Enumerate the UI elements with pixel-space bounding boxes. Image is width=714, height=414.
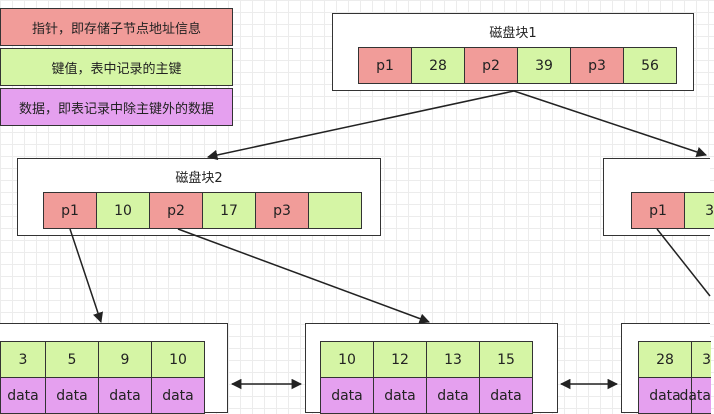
leaf-block-2-data: data data data data (320, 377, 533, 414)
disk-block-3: p1 3 (603, 158, 714, 236)
leaf1-key-10: 10 (151, 341, 205, 378)
block2-pointer-p1: p1 (43, 192, 97, 229)
disk-block-2-cells: p1 10 p2 17 p3 (43, 192, 362, 229)
block1-pointer-p3: p3 (570, 47, 624, 84)
disk-block-3-cells: p1 3 (631, 192, 714, 229)
block1-pointer-p2: p2 (464, 47, 518, 84)
arrow-block2-to-leaf1 (69, 228, 103, 323)
disk-block-2-title: 磁盘块2 (175, 171, 223, 186)
block1-key-56: 56 (623, 47, 677, 84)
block3-pointer-p1: p1 (631, 192, 685, 229)
leaf2-data-cell: data (320, 377, 374, 414)
leaf-block-3: 28 3 data data (621, 323, 711, 414)
arrow-block1-to-block2 (206, 90, 515, 161)
legend-data: 数据，即表记录中除主键外的数据 (0, 88, 233, 126)
disk-block-2: 磁盘块2 p1 10 p2 17 p3 (17, 158, 381, 236)
legend-pointer: 指针，即存储子节点地址信息 (0, 8, 233, 46)
leaf2-data-cell: data (426, 377, 480, 414)
leaf-block-2: 10 12 13 15 data data data data (305, 323, 558, 414)
leaf2-data-cell: data (479, 377, 533, 414)
arrow-block1-to-block3 (513, 90, 707, 157)
leaf-block-1-keys: 3 5 9 10 (0, 341, 205, 378)
leaf3-data-cell: data (638, 377, 692, 414)
block2-key-10: 10 (96, 192, 150, 229)
leaf2-key-15: 15 (479, 341, 533, 378)
block1-key-39: 39 (517, 47, 571, 84)
block2-key-empty (308, 192, 362, 229)
leaf1-data-cell: data (151, 377, 205, 414)
leaf2-key-12: 12 (373, 341, 427, 378)
leaf-block-3-data: data data (638, 377, 711, 414)
block2-pointer-p2: p2 (149, 192, 203, 229)
arrow-block3-to-leaf3 (656, 228, 711, 297)
tree-arrows (69, 90, 711, 390)
block3-key-partial: 3 (684, 192, 714, 229)
leaf-block-3-keys: 28 3 (638, 341, 711, 378)
block1-pointer-p1: p1 (358, 47, 412, 84)
disk-block-1-cells: p1 28 p2 39 p3 56 (358, 47, 677, 84)
leaf2-data-cell: data (373, 377, 427, 414)
arrow-block2-to-leaf2 (177, 228, 430, 324)
legend-key: 键值，表中记录的主键 (0, 48, 233, 86)
leaf2-key-13: 13 (426, 341, 480, 378)
leaf3-key-28: 28 (638, 341, 692, 378)
disk-block-1-title: 磁盘块1 (489, 26, 537, 41)
